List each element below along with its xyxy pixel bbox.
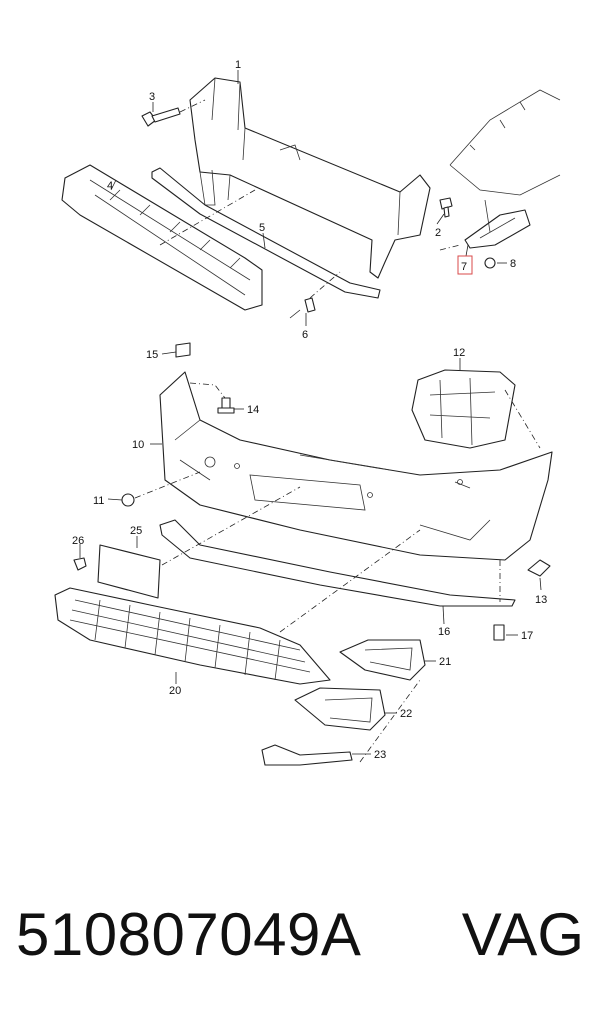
part-25-plate-bracket [97,544,161,599]
callout-23: 23 [374,749,386,761]
fender-outline [449,89,561,196]
callout-7-highlight-box [457,255,473,275]
part-2-bolt [439,197,453,218]
part-16-spoiler [159,519,516,607]
part-11-cap [121,493,135,507]
alignment-lines [134,99,541,763]
callout-21: 21 [439,656,451,668]
callout-5: 5 [259,222,265,234]
part-13-cap [527,559,551,577]
callout-4: 4 [107,180,113,192]
callout-16: 16 [438,626,450,638]
exploded-parts-diagram: 1 2 3 4 5 6 7 8 10 11 12 13 14 15 16 17 … [54,59,561,766]
callout-11: 11 [93,495,104,507]
part-12-side-bracket [411,369,516,449]
callout-22: 22 [400,708,412,720]
callout-20: 20 [169,685,181,697]
callout-8: 8 [510,258,516,270]
part-20-grille [54,587,331,685]
part-number: 510807049A [16,901,362,968]
callout-6: 6 [302,329,308,341]
part-21-fog-trim [339,639,426,681]
part-3-bolt [141,107,181,127]
callout-1: 1 [235,59,241,71]
part-15-clip [175,342,191,358]
part-4-energy-absorber [61,164,263,311]
part-10-bumper-cover [159,371,553,561]
part-7-bracket [464,199,531,249]
part-26-clip [73,557,87,571]
part-17-screw [493,624,505,641]
leader-lines [79,70,542,755]
callout-14: 14 [247,404,259,416]
callout-12: 12 [453,347,465,359]
caption: 510807049A VAG [0,895,600,975]
part-1-bumper-carrier [189,77,431,279]
callout-26: 26 [72,535,84,547]
part-23-trim-strip [261,744,353,766]
callout-25: 25 [130,525,142,537]
callout-2: 2 [435,227,441,239]
part-5-strip [151,167,381,299]
part-14-bolt [217,397,235,414]
part-6-clip [289,297,316,319]
callout-13: 13 [535,594,547,606]
brand-label: VAG [461,901,584,968]
callout-17: 17 [521,630,533,642]
callout-7: 7 [461,261,467,273]
callout-15: 15 [146,349,158,361]
callout-3: 3 [149,91,155,103]
part-22-grille-insert [294,687,386,731]
callout-10: 10 [132,439,144,451]
part-8-nut [484,257,496,269]
